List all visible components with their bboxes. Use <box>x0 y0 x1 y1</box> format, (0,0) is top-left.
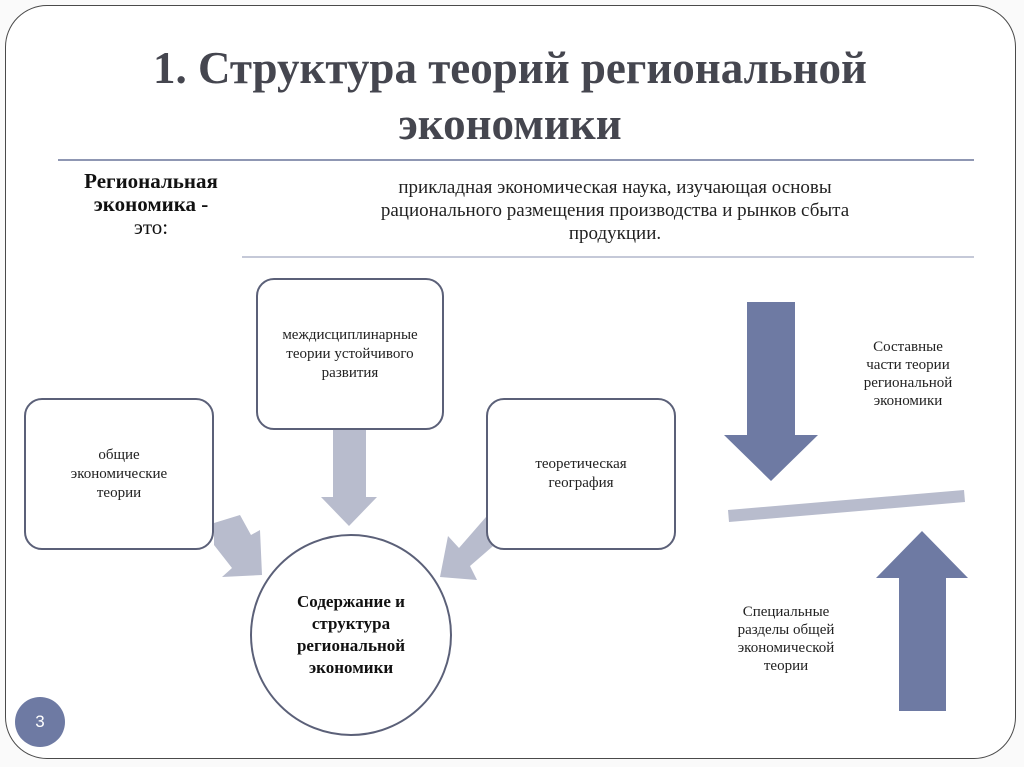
term-line-2: экономика - <box>93 192 209 216</box>
box-interdisciplinary-theories: междисциплинарные теории устойчивого раз… <box>256 278 444 430</box>
title-line-2: экономики <box>398 99 622 149</box>
box-text-line: теоретическая <box>535 456 627 472</box>
definition-line-3: продукции. <box>568 223 662 244</box>
arrow-diagonal-right <box>440 517 500 580</box>
center-circle: Содержание и структура региональной экон… <box>250 534 452 736</box>
title-line-1: 1. Структура теорий региональной <box>152 43 867 93</box>
label-line: части теории <box>866 357 950 373</box>
definition-text: прикладная экономическая наука, изучающа… <box>300 176 930 245</box>
title-divider <box>58 159 974 161</box>
box-text-line: экономические <box>70 465 168 482</box>
arrow-diagonal-left <box>214 515 262 577</box>
box-theoretical-geography: теоретическая география <box>486 398 676 550</box>
arrow-down-large <box>724 302 818 481</box>
label-special-sections: Специальные разделы общей экономической … <box>714 603 858 675</box>
label-line: разделы общей <box>737 622 835 638</box>
label-line: экономики <box>873 393 943 409</box>
definition-divider <box>242 256 974 258</box>
label-line: Составные <box>873 339 943 355</box>
definition-line-1: прикладная экономическая наука, изучающа… <box>398 177 832 198</box>
label-line: региональной <box>863 375 953 391</box>
box-text-line: теории <box>96 484 142 501</box>
center-text-line: Содержание и <box>297 592 405 611</box>
page-number-badge: 3 <box>15 697 65 747</box>
center-text-line: региональной <box>296 636 406 655</box>
separator-bar <box>728 490 965 522</box>
box-general-economic-theories: общие экономические теории <box>24 398 214 550</box>
box-text-line: развития <box>321 364 379 381</box>
label-line: теории <box>763 658 809 674</box>
definition-term: Региональная экономика - это: <box>56 170 246 239</box>
term-suffix: это: <box>133 215 169 239</box>
label-component-parts: Составные части теории региональной экон… <box>838 338 978 410</box>
arrow-up-large <box>876 531 968 711</box>
center-text-line: структура <box>311 614 391 633</box>
slide-frame <box>5 5 1016 759</box>
box-text-line: теории устойчивого <box>286 345 414 362</box>
definition-line-2: рационального размещения производства и … <box>380 200 850 221</box>
box-text-line: междисциплинарные <box>282 326 418 343</box>
slide-title: 1. Структура теорий региональной экономи… <box>130 40 890 152</box>
center-text-line: экономики <box>308 658 394 677</box>
label-line: Специальные <box>742 604 830 620</box>
page-number: 3 <box>35 712 45 731</box>
box-text-line: общие <box>98 446 140 463</box>
arrow-down-center <box>321 430 377 526</box>
label-line: экономической <box>737 640 835 656</box>
box-text-line: география <box>548 475 614 491</box>
term-line-1: Региональная <box>84 169 218 193</box>
